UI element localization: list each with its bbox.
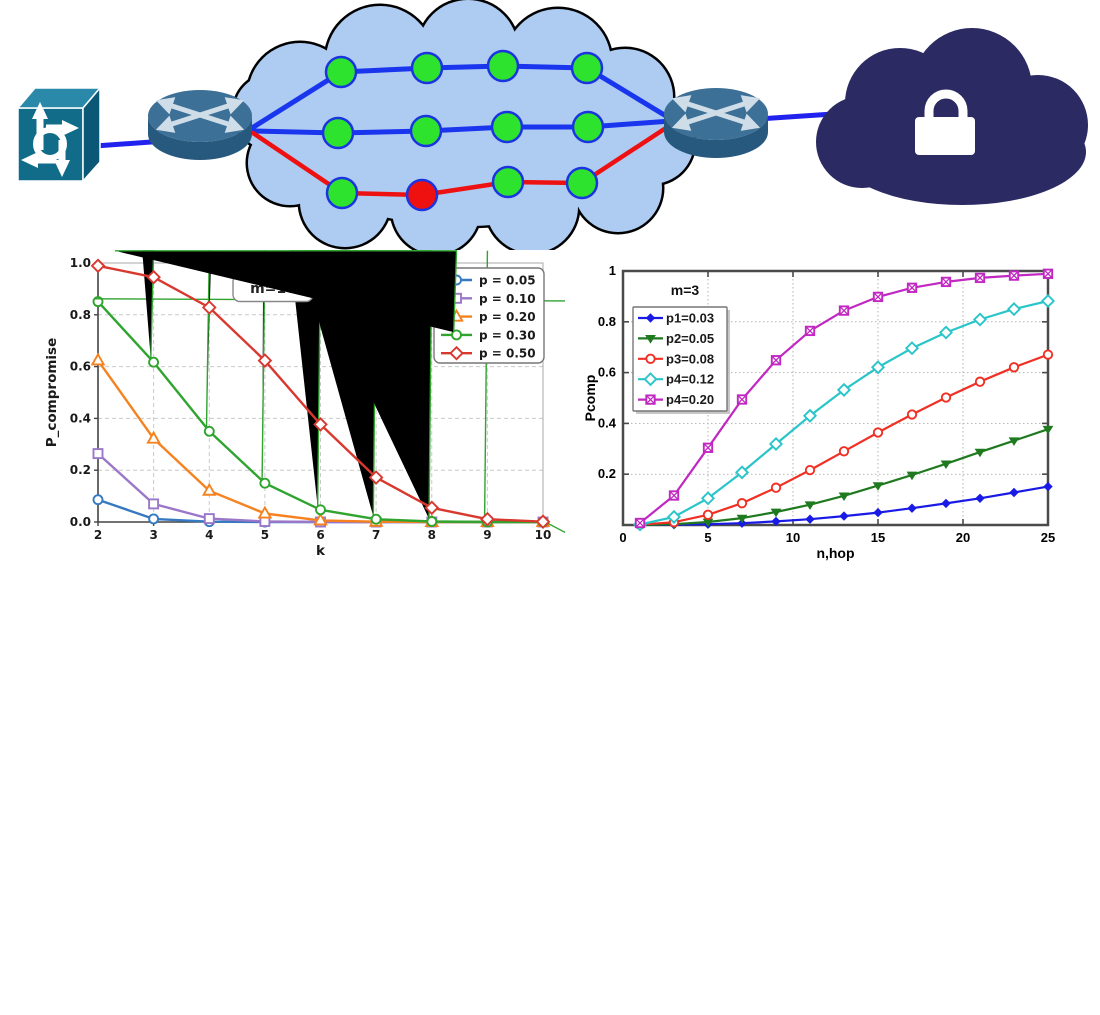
svg-text:10: 10 [786,530,800,545]
svg-text:0.0: 0.0 [70,515,91,529]
svg-text:5: 5 [261,528,269,542]
series-3 [632,293,1056,532]
svg-text:0: 0 [619,530,626,545]
svg-text:8: 8 [428,528,436,542]
multipath-top-blue [249,63,674,131]
svg-text:0.4: 0.4 [70,411,91,425]
secure-cloud [816,28,1088,205]
relay-node [565,166,599,200]
legend: p1=0.03 p2=0.05 p3=0.08 p4=0.12 p4=0.20 [632,306,730,414]
grid [623,271,1048,525]
svg-text:5: 5 [704,530,711,545]
legend-label: p3=0.08 [666,351,714,366]
svg-text:2: 2 [94,528,102,542]
relay-node [486,49,520,83]
svg-text:3: 3 [149,528,157,542]
svg-text:6: 6 [316,528,324,542]
svg-text:20: 20 [956,530,970,545]
series-1 [634,425,1054,531]
x-axis-label: k [316,543,326,559]
legend-label: p2=0.05 [666,331,714,346]
relay-node [571,110,605,144]
router-icon-right [664,88,768,158]
svg-text:10: 10 [535,528,552,542]
relay-node [409,114,443,148]
relay-node [324,55,358,89]
series-4 [90,258,551,530]
svg-text:0.6: 0.6 [598,365,616,380]
svg-text:0.2: 0.2 [598,466,616,481]
svg-text:1: 1 [609,263,616,278]
svg-text:0.6: 0.6 [70,360,91,374]
svg-text:4: 4 [205,528,213,542]
relay-node [321,116,355,150]
series-4 [634,268,1054,529]
multipath-bottom-red [250,121,675,198]
svg-text:0.4: 0.4 [598,415,617,430]
svg-text:0.8: 0.8 [70,308,91,322]
svg-text:0.2: 0.2 [70,463,91,477]
legend-label: p1=0.03 [666,311,714,326]
svg-text:25: 25 [1041,530,1055,545]
x-axis: 2 3 4 5 6 7 8 9 10 k [94,522,552,559]
svg-text:9: 9 [483,528,491,542]
y-axis-label: Pcomp [585,375,598,422]
legend-label: p = 0.05 [479,274,536,288]
relay-node [491,165,525,199]
router-icon-left [148,90,252,160]
chart-title: m=3 [671,282,700,298]
x-axis: 0 5 10 15 20 25 n,hop [619,271,1055,561]
relay-nodes [321,49,605,212]
legend-label: p4=0.12 [666,372,714,387]
legend-label: p = 0.30 [479,328,536,342]
relay-node [325,176,359,210]
plot-frame [621,269,1050,527]
lock-icon [915,89,975,155]
legend-label: p4=0.20 [666,392,714,407]
network-diagram-svg [16,0,1088,252]
legend-label: p = 0.20 [479,310,536,324]
switch-icon [16,85,102,183]
y-axis-label: P_compromise [44,338,60,447]
y-axis: 0.0 0.2 0.4 0.6 0.8 1.0P_compromise [44,256,98,529]
svg-text:15: 15 [871,530,885,545]
svg-text:7: 7 [372,528,380,542]
relay-node [410,51,444,85]
legend-label: p = 0.50 [479,347,536,361]
legend: p = 0.05 p = 0.10 p = 0.20 p = 0.30 p = 0.50 [114,250,545,364]
svg-text:0.8: 0.8 [598,314,616,329]
compromised-node [405,178,439,212]
svg-text:1.0: 1.0 [70,256,91,270]
network-diagram [0,0,1100,252]
relay-node [490,110,524,144]
legend-label: p = 0.10 [479,292,536,306]
x-axis-label: n,hop [816,545,854,561]
relay-node [570,51,604,85]
